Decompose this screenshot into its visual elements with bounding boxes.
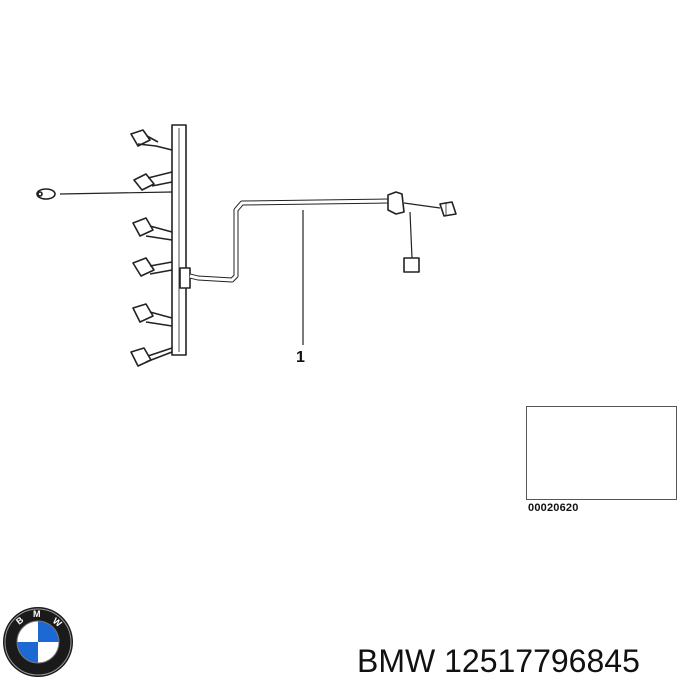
wiring-harness-icon (36, 124, 457, 367)
brand-name: BMW (357, 643, 436, 679)
svg-text:B: B (14, 614, 26, 626)
thumbnail-code: 00020620 (528, 502, 579, 514)
svg-text:M: M (33, 609, 41, 619)
injector-connector-4 (132, 257, 173, 277)
part-number: 12517796845 (444, 643, 640, 679)
injector-connector-5 (132, 303, 173, 327)
injector-connector-6 (130, 347, 173, 367)
car-thumbnail-frame (526, 406, 677, 500)
bmw-logo-icon: B M W (3, 607, 73, 677)
part-callout-number: 1 (296, 349, 305, 366)
injector-connector-1 (130, 129, 173, 151)
injector-connector-3 (132, 217, 173, 241)
part-caption: BMW 12517796845 (357, 643, 640, 680)
injector-connector-2 (133, 171, 173, 191)
